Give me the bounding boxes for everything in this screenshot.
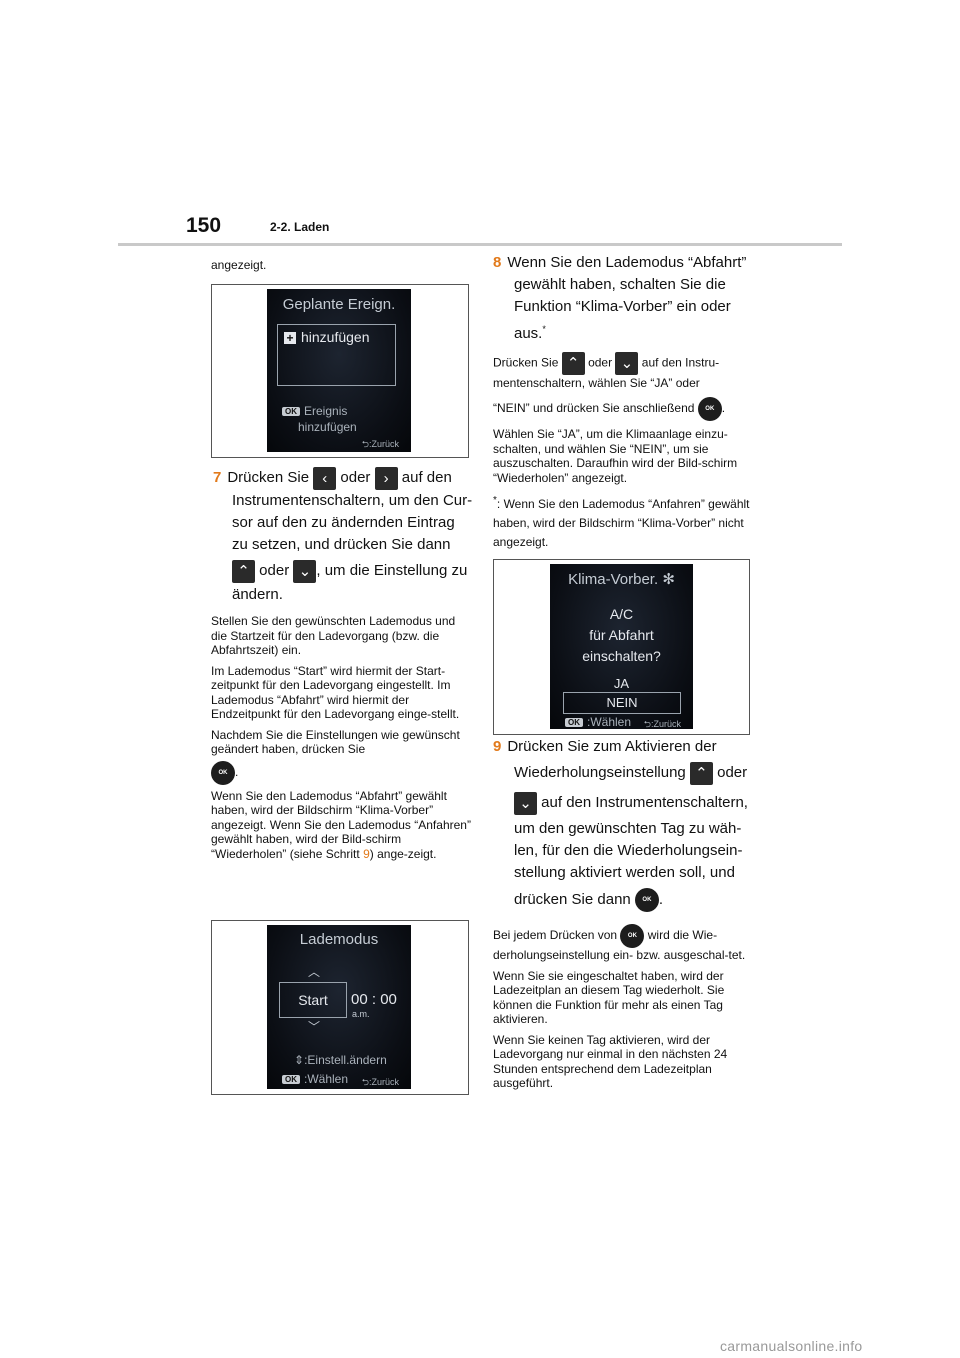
right-body-1: Drücken Sie ⌃ oder ⌄ auf den Instru-ment…: [493, 352, 755, 552]
chevron-down-icon: ⌄: [514, 791, 537, 815]
step9-line6: stellung aktiviert werden soll, und: [514, 864, 735, 881]
intro-text: angezeigt.: [211, 258, 267, 272]
back-hint: ⮌:Zurück: [361, 1077, 399, 1087]
step8-line4: aus.*: [514, 324, 546, 342]
step-number: 9: [493, 738, 502, 755]
section-title: 2-2. Laden: [270, 220, 330, 234]
up-down-icon: ⇕: [294, 1053, 305, 1067]
left-body: Stellen Sie den gewünschten Lademodus un…: [211, 614, 473, 861]
chevron-left-icon: ‹: [313, 466, 337, 490]
add-label: hinzufügen: [301, 329, 370, 345]
select-hint: OK:Wählen: [565, 715, 631, 729]
step-number: 7: [213, 469, 222, 486]
option-yes: JA: [613, 676, 630, 691]
step7-line3: sor auf den zu ändernden Eintrag: [232, 514, 455, 531]
step8-line3: Funktion “Klima-Vorber” ein oder: [514, 298, 731, 315]
step9-line4: um den gewünschten Tag zu wäh-: [514, 820, 742, 837]
ok-badge-icon: OK: [282, 1075, 300, 1085]
ok-button-icon: OK: [634, 888, 659, 913]
header-rule: [118, 243, 842, 246]
chevron-up-icon: ⌃: [689, 761, 713, 785]
add-entry-box: + hinzufügen: [277, 324, 396, 386]
para-after-settings: Nachdem Sie die Einstellungen wie gewüns…: [211, 727, 460, 757]
display-climate-prep: Klima-Vorber. ✻ A/C für Abfahrt einschal…: [550, 564, 693, 729]
screen-title: Klima-Vorber. ✻: [568, 571, 675, 588]
chevron-up-icon: ⌃: [561, 352, 585, 375]
step7-line6: ändern.: [232, 586, 283, 603]
chevron-down-icon: ⌄: [293, 559, 317, 583]
screen-figure-2: Lademodus ︿ Start ﹀ 00 : 00 a.m. ⇕:Einst…: [211, 920, 469, 1095]
ok-badge-icon: OK: [282, 407, 300, 417]
ok-hint-line2: hinzufügen: [298, 420, 357, 434]
mode-selector: Start: [279, 982, 347, 1018]
ok-button-icon: OK: [697, 397, 722, 421]
right-body-2: Bei jedem Drücken von OK wird die Wie-de…: [493, 924, 755, 1091]
ampm-label: a.m.: [352, 1009, 370, 1019]
back-arrow-icon: ⮌: [361, 1077, 369, 1087]
back-hint: ⮌:Zurück: [643, 719, 681, 729]
step7-line4: zu setzen, und drücken Sie dann: [232, 536, 451, 553]
page-number: 150: [186, 214, 222, 237]
display-charge-mode: Lademodus ︿ Start ﹀ 00 : 00 a.m. ⇕:Einst…: [267, 925, 411, 1089]
plus-icon: +: [284, 332, 296, 344]
chevron-right-icon: ›: [374, 466, 398, 490]
ok-button-icon: OK: [620, 924, 645, 948]
fan-icon: ✻: [662, 571, 675, 588]
step7-line2: Instrumentenschaltern, um den Cur-: [232, 492, 473, 509]
select-hint: OK:Wählen: [282, 1072, 348, 1086]
chevron-down-icon: ⌄: [615, 352, 639, 375]
para-start-mode: Im Lademodus “Start” wird hiermit der St…: [211, 663, 460, 722]
para-repeat: Wenn Sie sie eingeschaltet haben, wird d…: [493, 968, 725, 1027]
question-text: A/C für Abfahrt einschalten?: [582, 606, 661, 664]
change-hint: ⇕:Einstell.ändern: [294, 1053, 387, 1067]
para-departure-mode: Wenn Sie den Lademodus “Abfahrt” gewählt…: [211, 788, 471, 861]
para-yes-no: Wählen Sie “JA”, um die Klimaanlage einz…: [493, 427, 738, 485]
back-arrow-icon: ⮌: [361, 439, 369, 449]
step8-line2: gewählt haben, schalten Sie die: [514, 276, 726, 293]
step9-line5: len, für den die Wiederholungsein-: [514, 842, 743, 859]
screen-title: Geplante Ereign.: [282, 296, 396, 313]
back-arrow-icon: ⮌: [643, 719, 651, 729]
chevron-up-icon: ⌃: [232, 559, 255, 583]
screen-title: Lademodus: [299, 931, 379, 948]
footnote: *: Wenn Sie den Lademodus “Anfahren” gew…: [493, 495, 750, 549]
step-number: 8: [493, 254, 502, 271]
ok-badge-icon: OK: [565, 718, 583, 728]
watermark: carmanualsonline.info: [720, 1338, 863, 1354]
screen-figure-3: Klima-Vorber. ✻ A/C für Abfahrt einschal…: [493, 559, 750, 735]
option-no: NEIN: [563, 692, 681, 714]
ok-button-icon: OK: [211, 760, 235, 785]
para-set-mode: Stellen Sie den gewünschten Lademodus un…: [211, 614, 456, 657]
chevron-down-icon: ﹀: [308, 1020, 321, 1034]
time-display: 00 : 00: [351, 991, 397, 1008]
para-no-day: Wenn Sie keinen Tag aktivieren, wird der…: [493, 1032, 728, 1091]
chevron-up-icon: ︿: [308, 965, 321, 979]
back-hint: ⮌:Zurück: [361, 439, 399, 449]
